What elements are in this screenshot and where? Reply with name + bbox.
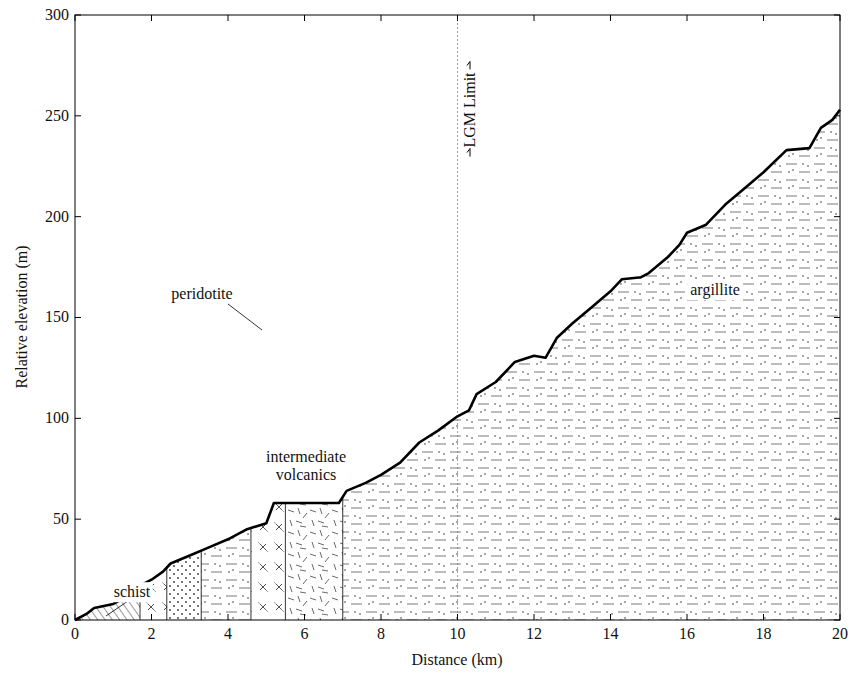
axis-tick (610, 614, 611, 620)
axis-tick (763, 15, 764, 21)
axis-tick (228, 15, 229, 21)
axis-tick (840, 15, 841, 21)
tick-label: 100 (45, 410, 69, 428)
tick-label: 4 (224, 625, 232, 643)
axis-tick (457, 614, 458, 620)
tick-label: 150 (45, 309, 69, 327)
axis-tick (834, 14, 840, 15)
axis-tick (840, 614, 841, 620)
axis-tick (834, 115, 840, 116)
rock-unit (167, 551, 201, 620)
axis-title: Distance (km) (411, 651, 502, 669)
tick-label: 10 (450, 625, 466, 643)
rock-unit (343, 110, 840, 620)
rock-label: intermediate volcanics (257, 447, 355, 484)
axis-tick (457, 15, 458, 21)
limit-arrow (467, 149, 470, 157)
rock-unit (285, 497, 342, 620)
axis-tick (381, 15, 382, 21)
axis-tick (687, 614, 688, 620)
axis-tick (75, 317, 81, 318)
tick-label: 50 (53, 510, 69, 528)
contact-line (285, 503, 286, 620)
axis-tick (381, 614, 382, 620)
axis-tick (75, 519, 81, 520)
axis-tick (834, 519, 840, 520)
axis-tick (610, 15, 611, 21)
axis-tick (75, 115, 81, 116)
axis-tick (151, 15, 152, 21)
tick-label: 18 (756, 625, 772, 643)
axis-tick (834, 317, 840, 318)
tick-label: 8 (377, 625, 385, 643)
axis-tick (534, 614, 535, 620)
contact-line (201, 551, 202, 620)
axis-tick (75, 614, 76, 620)
axis-tick (534, 15, 535, 21)
boundary-label: LGM Limit (461, 72, 479, 147)
tick-label: 0 (61, 611, 69, 629)
axis-title: Relative elevation (m) (13, 245, 31, 388)
contact-line (250, 528, 251, 620)
axis-tick (304, 614, 305, 620)
tick-label: 200 (45, 208, 69, 226)
axis-tick (834, 216, 840, 217)
contact-line (342, 497, 343, 620)
tick-label: 16 (679, 625, 695, 643)
tick-label: 0 (71, 625, 79, 643)
tick-label: 250 (45, 107, 69, 125)
axis-tick (834, 620, 840, 621)
rock-label: argillite (687, 280, 742, 300)
axis-tick (75, 216, 81, 217)
axis-tick (304, 15, 305, 21)
axis-tick (763, 614, 764, 620)
tick-label: 14 (603, 625, 619, 643)
axis-tick (75, 620, 81, 621)
axis-tick (228, 614, 229, 620)
axis-tick (151, 614, 152, 620)
axis-tick (687, 15, 688, 21)
tick-label: 12 (526, 625, 542, 643)
axis-tick (75, 418, 81, 419)
rock-label: peridotite (171, 285, 232, 303)
contact-line (166, 568, 167, 620)
axis-tick (834, 418, 840, 419)
axis-tick (75, 15, 76, 21)
rock-unit (201, 528, 251, 620)
tick-label: 20 (832, 625, 848, 643)
tick-label: 6 (301, 625, 309, 643)
tick-label: 300 (45, 6, 69, 24)
limit-arrow (467, 61, 470, 69)
axis-tick (75, 14, 81, 15)
rock-label: schist (111, 582, 153, 602)
tick-label: 2 (148, 625, 156, 643)
